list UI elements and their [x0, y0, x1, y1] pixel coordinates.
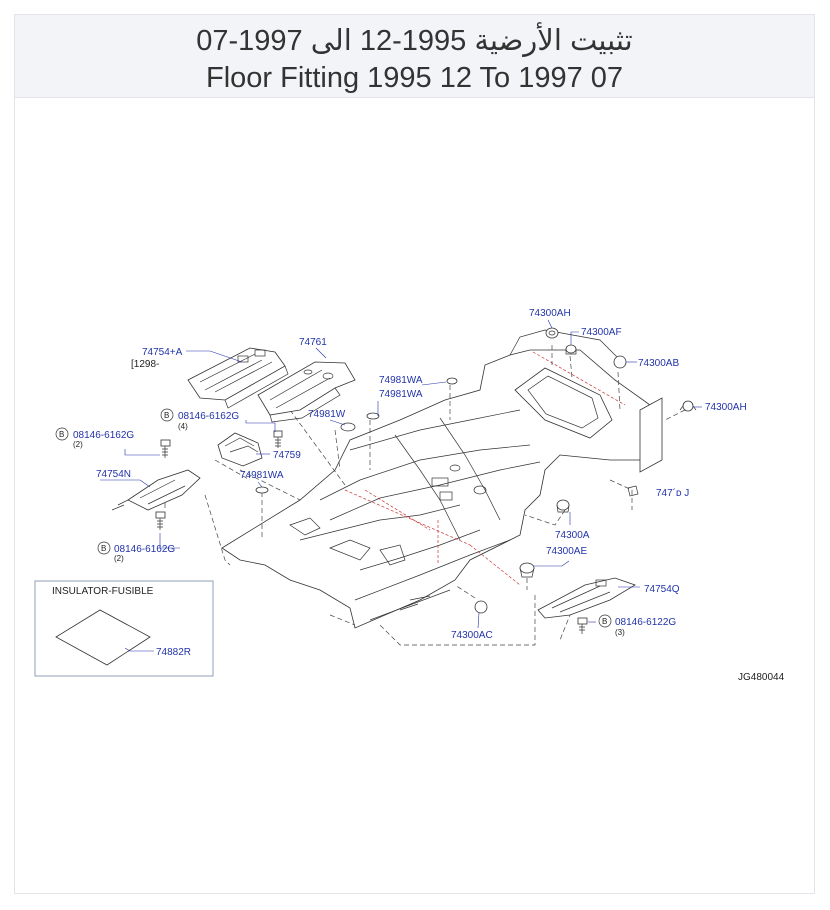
inset-title: INSULATOR-FUSIBLE — [52, 586, 154, 597]
callout-74761[interactable]: 74761 — [299, 337, 327, 348]
bolt-mark-right: B — [598, 614, 612, 628]
title-english: Floor Fitting 1995 12 To 1997 07 — [205, 62, 624, 94]
svg-text:B: B — [164, 411, 169, 420]
grommet-74300ab — [613, 355, 627, 369]
svg-text:B: B — [602, 617, 607, 626]
grommet-74300ac — [474, 600, 488, 614]
qty-4: (4) — [178, 422, 188, 431]
grommet-74300ah-right — [679, 400, 697, 412]
callout-747j[interactable]: 747´ᴅ J — [656, 487, 689, 499]
qty-2-low: (2) — [114, 554, 124, 563]
callout-74981wa-a[interactable]: 74981WA — [379, 375, 423, 386]
insulator-inset: INSULATOR-FUSIBLE 74882R — [34, 580, 214, 677]
part-74754n — [111, 469, 201, 511]
callout-74300af[interactable]: 74300AF — [581, 327, 622, 338]
bolt-mark-low: B — [97, 541, 111, 555]
part-74761 — [257, 361, 356, 423]
callout-08146-6122g[interactable]: 08146-6122G — [615, 617, 676, 628]
callout-74754q[interactable]: 74754Q — [644, 584, 680, 595]
plug-74981wa-left — [255, 486, 269, 494]
bolt-08146-6162g-low — [155, 511, 166, 530]
callout-74300ab[interactable]: 74300AB — [638, 358, 679, 369]
grommet-74300a — [556, 499, 570, 513]
title-arabic: تثبيت الأرضية 1995-12 الى 1997-07 — [196, 25, 633, 57]
callout-74754-a[interactable]: 74754+A — [142, 347, 183, 358]
callout-74300ah-right[interactable]: 74300AH — [705, 402, 747, 413]
callout-74981wa-b[interactable]: 74981WA — [379, 389, 423, 400]
callout-74981w[interactable]: 74981W — [308, 409, 346, 420]
grommet-74300ae — [519, 562, 535, 578]
bolt-mark-mid: B — [55, 427, 69, 441]
callout-08146-6162g-top[interactable]: 08146-6162G — [178, 411, 239, 422]
diagram-code: JG480044 — [738, 672, 785, 683]
clip-747j — [627, 485, 639, 497]
part-74754-a — [187, 347, 289, 409]
callout-08146-6162g-mid[interactable]: 08146-6162G — [73, 430, 134, 441]
part-74754q — [537, 577, 636, 619]
leader-lines — [100, 319, 702, 629]
qty-2-mid: (2) — [73, 440, 83, 449]
bolt-mark-top: B — [160, 408, 174, 422]
callout-74300ae[interactable]: 74300AE — [546, 546, 587, 557]
bolt-08146-6162g-mid — [160, 439, 171, 458]
part-74759 — [217, 432, 263, 467]
bolt-08146-6122g — [577, 617, 588, 634]
callout-08146-6162g-low[interactable]: 08146-6162G — [114, 544, 175, 555]
callout-74882r[interactable]: 74882R — [156, 647, 191, 658]
callout-74759[interactable]: 74759 — [273, 450, 301, 461]
red-guide-lines — [344, 351, 626, 586]
grommet-74300af — [565, 344, 577, 355]
page-frame: تثبيت الأرضية 1995-12 الى 1997-07 Floor … — [14, 14, 815, 894]
callout-1298: [1298- — [131, 359, 159, 370]
callout-74300a[interactable]: 74300A — [555, 530, 590, 541]
insulator-sheet — [55, 609, 151, 666]
floor-panel — [221, 329, 663, 629]
callout-74300ah-top[interactable]: 74300AH — [529, 308, 571, 319]
plug-74981wa-right — [366, 377, 458, 420]
svg-text:B: B — [59, 430, 64, 439]
callout-74300ac[interactable]: 74300AC — [451, 630, 493, 641]
bolt-08146-6162g-top — [273, 430, 283, 448]
qty-3: (3) — [615, 628, 625, 637]
grommet-74300ah-top — [545, 327, 559, 339]
title-header: تثبيت الأرضية 1995-12 الى 1997-07 Floor … — [15, 15, 814, 98]
callout-74981wa-left[interactable]: 74981WA — [240, 470, 284, 481]
callout-74754n[interactable]: 74754N — [96, 469, 131, 480]
svg-text:B: B — [101, 544, 106, 553]
